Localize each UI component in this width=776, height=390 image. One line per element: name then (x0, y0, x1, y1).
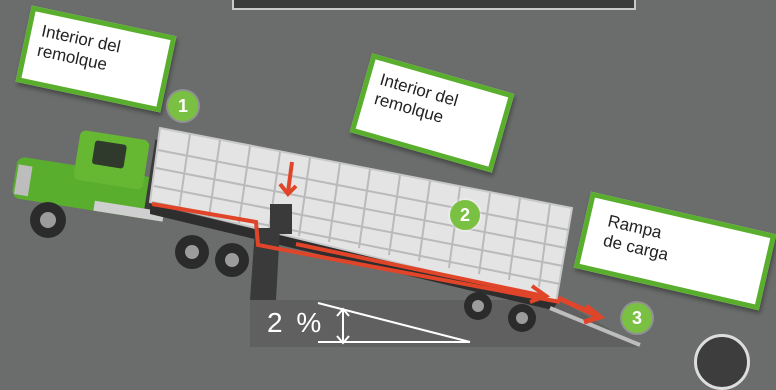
loading-ramp-plate (549, 306, 641, 347)
step-badge-2: 2 (450, 200, 480, 230)
loading-dock-diagram (12, 126, 641, 347)
dock-door (270, 204, 292, 234)
dock-leveler (250, 228, 280, 300)
forward-arrow (295, 242, 551, 304)
slope-percentage-label: 2 % (267, 307, 325, 338)
step-badge-3: 3 (622, 303, 652, 333)
ramp-arrow (556, 295, 606, 325)
corner-circle-icon (694, 334, 750, 390)
slope-indicator (317, 302, 471, 345)
step-badge-1: 1 (168, 91, 198, 121)
trailer-floor-line (151, 202, 561, 304)
top-banner-edge (232, 0, 636, 10)
down-arrow (278, 161, 298, 197)
ramp-surface (250, 300, 640, 347)
